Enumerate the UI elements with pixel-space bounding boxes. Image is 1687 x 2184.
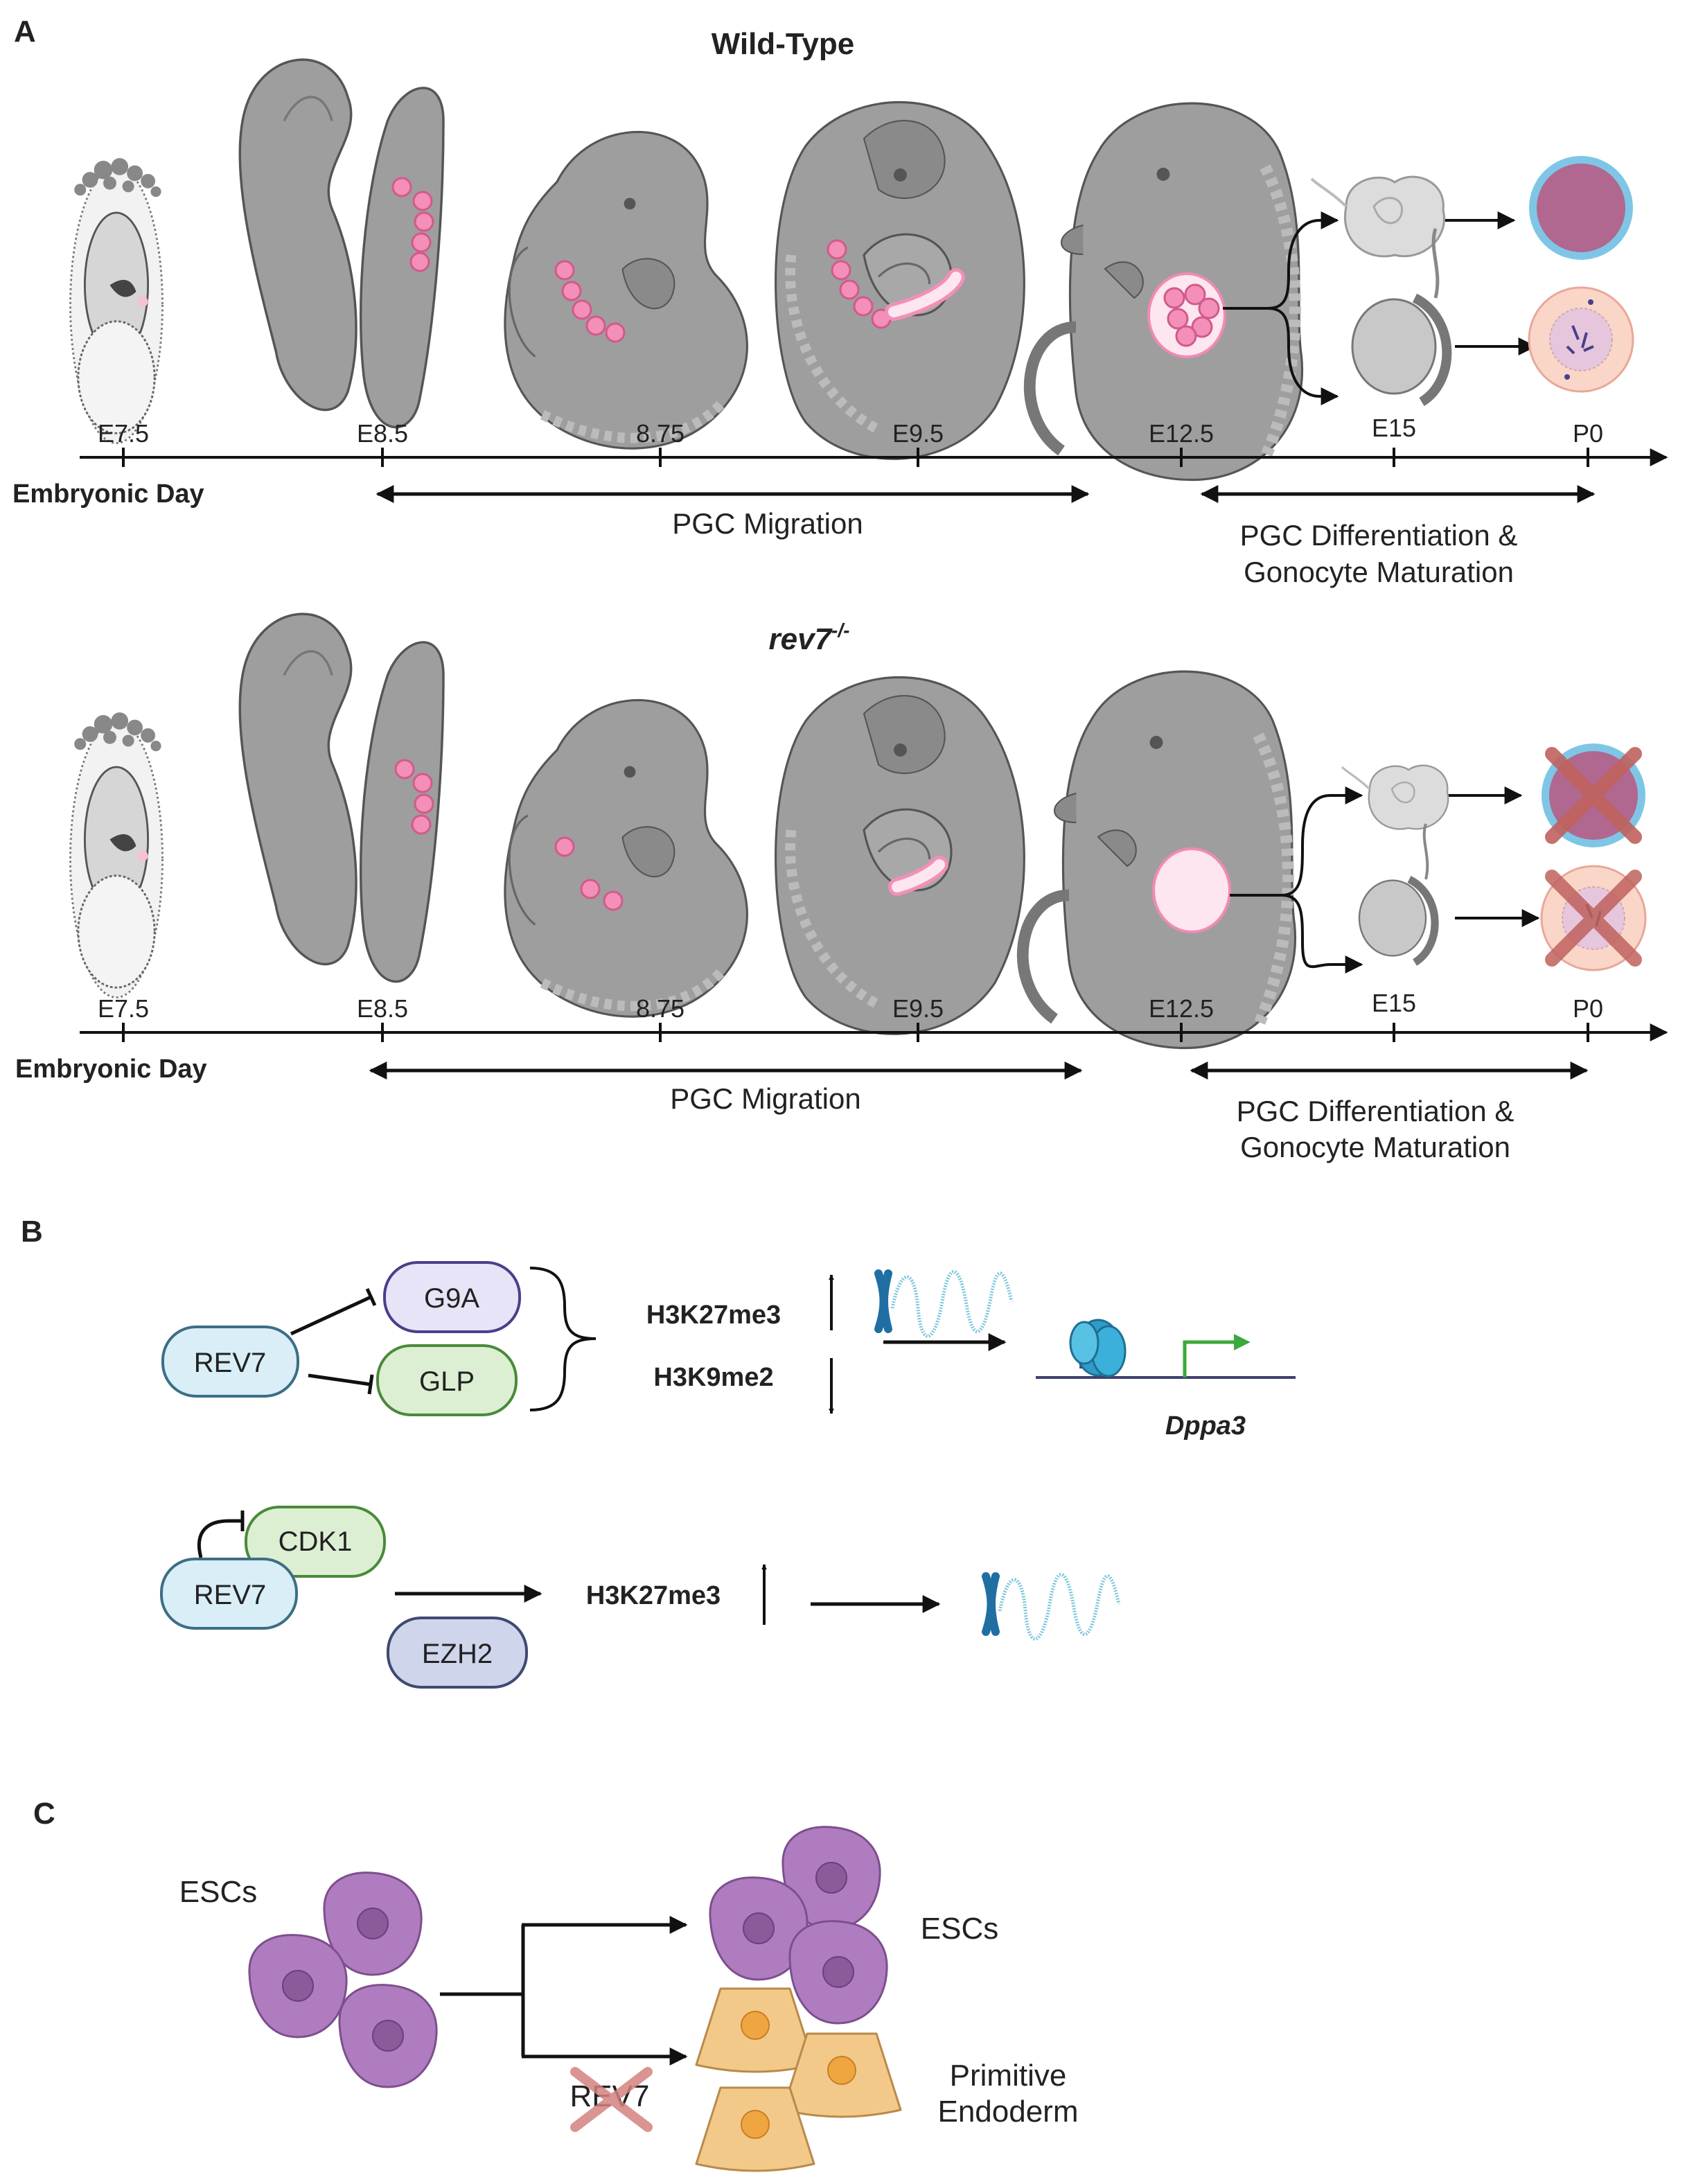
wt-gonocyte: [1528, 286, 1634, 393]
mutant-differentiation-label-2: Gonocyte Maturation: [1240, 1131, 1510, 1163]
wt-tick-label-3: E9.5: [892, 419, 944, 448]
mutant-tick-label-1: E8.5: [357, 994, 408, 1023]
cdk1-label: CDK1: [279, 1526, 353, 1557]
chromosome-top: [878, 1271, 1012, 1336]
wt-embryo-e9-5: [776, 103, 1025, 459]
panel-c-letter: C: [33, 1797, 55, 1831]
panel-b-pathway: REV7 G9A GLP H3K27me3 H3K9me2 Dppa3: [160, 1261, 1296, 1689]
mutant-gonocyte-crossed: [1540, 865, 1647, 971]
esc-cluster-left: [248, 1872, 438, 2088]
wt-embryo-e7-5: [69, 157, 164, 444]
gene-label: Dppa3: [1165, 1411, 1246, 1441]
ezh2-node-shape: [387, 1617, 528, 1689]
g9a-node-shape: [383, 1261, 521, 1333]
mutant-embryo-e12-5: [1023, 671, 1295, 1048]
glp-node-shape: [376, 1344, 518, 1416]
g9a-label: G9A: [424, 1283, 479, 1314]
mutant-testis: [1359, 824, 1435, 962]
mutant-tick-label-6: P0: [1573, 994, 1603, 1023]
wt-differentiation-label-1: PGC Differentiation &: [1240, 519, 1518, 552]
rev7-node-bottom-shape: [160, 1558, 298, 1630]
escs-right-label: ESCs: [921, 1912, 998, 1946]
endoderm-label-2: Endoderm: [937, 2095, 1078, 2129]
mutant-oocyte-crossed: [1542, 743, 1645, 847]
dppa3-gene: [1036, 1319, 1296, 1379]
mutant-tick-label-0: E7.5: [98, 994, 149, 1023]
glp-label: GLP: [419, 1366, 475, 1397]
rev7-knockout: REV7: [570, 2067, 653, 2132]
mutant-differentiation-label-1: PGC Differentiation &: [1237, 1095, 1514, 1127]
endoderm-label-1: Primitive: [950, 2059, 1067, 2093]
wt-tick-label-1: E8.5: [357, 419, 408, 448]
wt-embryo-e8-5: [238, 58, 445, 429]
primitive-endoderm-cluster: [695, 1987, 902, 2172]
mutant-embryo-e8-75: [505, 701, 747, 1017]
mutant-branch-arrows: [1230, 786, 1540, 974]
h3k27me3-label-bottom: H3K27me3: [586, 1581, 721, 1610]
wt-embryo-e12-5: [1030, 103, 1302, 479]
mutant-tick-label-5: E15: [1372, 989, 1416, 1017]
mutant-title-superscript: -/-: [831, 619, 849, 641]
mutant-migration-label: PGC Migration: [670, 1082, 860, 1115]
h3k27me3-label-top: H3K27me3: [646, 1301, 781, 1330]
escs-left-label: ESCs: [179, 1875, 257, 1909]
wt-tick-label-2: 8.75: [636, 419, 684, 448]
mutant-ovary: [1341, 764, 1449, 831]
mutant-embryo-e9-5: [776, 678, 1025, 1034]
wt-ovary: [1310, 175, 1446, 258]
wt-tick-label-5: E15: [1372, 414, 1416, 442]
mutant-embryo-e8-5: [238, 613, 445, 983]
wt-tick-label-4: E12.5: [1149, 419, 1214, 448]
mutant-embryo-e7-5: [69, 711, 164, 998]
cdk1-inhibition-loop: [197, 1519, 242, 1558]
panel-b-letter: B: [21, 1215, 43, 1249]
wt-embryo-e8-75: [505, 132, 747, 449]
chromosome-bottom: [986, 1574, 1119, 1639]
mutant-axis-title: Embryonic Day: [15, 1055, 207, 1084]
wildtype-title: Wild-Type: [712, 27, 855, 61]
rev7-label-top: REV7: [194, 1348, 267, 1378]
cdk1-node-shape: [245, 1506, 386, 1578]
wt-axis-title: Embryonic Day: [12, 479, 204, 509]
wt-differentiation-label-2: Gonocyte Maturation: [1244, 556, 1514, 588]
mutant-tick-label-3: E9.5: [892, 994, 944, 1023]
wt-migration-label: PGC Migration: [672, 507, 863, 540]
mutant-ticks: E7.5 E8.5 8.75 E9.5 E12.5 E15 P0: [98, 989, 1603, 1042]
knockout-cross-icon: [570, 2067, 653, 2132]
ezh2-label: EZH2: [422, 1639, 493, 1669]
mutant-title: rev7-/-: [769, 619, 850, 656]
panel-c-branch-arrows: [440, 1916, 688, 2066]
wt-ticks: E7.5 E8.5 8.75 E9.5 E12.5 E15 P0: [98, 414, 1603, 467]
wt-tick-label-6: P0: [1573, 419, 1603, 448]
wt-oocyte: [1529, 156, 1633, 260]
rev7-inhibition-lines: [290, 1267, 597, 1411]
mutant-title-main: rev7: [769, 622, 833, 656]
panel-a-letter: A: [14, 15, 36, 49]
h3k9me2-label: H3K9me2: [653, 1363, 773, 1392]
mutant-tick-label-2: 8.75: [636, 994, 684, 1023]
rev7-node-top-shape: [161, 1326, 299, 1398]
wt-tick-label-0: E7.5: [98, 419, 149, 448]
mutant-tick-label-4: E12.5: [1149, 994, 1214, 1023]
rev7-label-bottom: REV7: [194, 1580, 267, 1610]
